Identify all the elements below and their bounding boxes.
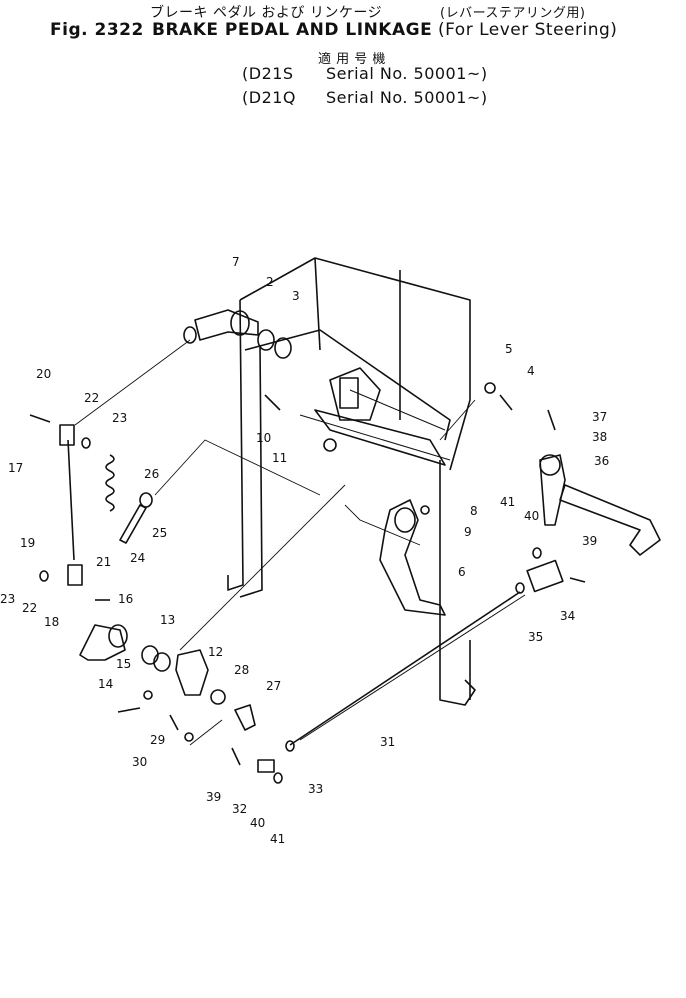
callout-22b: 22 bbox=[22, 601, 37, 615]
serial-row-2-model: (D21Q bbox=[242, 88, 297, 107]
brake-pedal-part-6 bbox=[379, 499, 446, 616]
callout-39b: 39 bbox=[206, 790, 221, 804]
callout-33: 33 bbox=[308, 782, 323, 796]
washer-part-28 bbox=[210, 689, 226, 705]
serial-row-1-model: (D21S bbox=[242, 64, 294, 83]
lower-arm-part-16 bbox=[79, 624, 128, 661]
small-hardware bbox=[29, 382, 586, 784]
clevis-part-27 bbox=[234, 704, 256, 731]
callout-27: 27 bbox=[266, 679, 281, 693]
cross-shaft-part-7 bbox=[183, 309, 259, 344]
callout-29: 29 bbox=[150, 733, 165, 747]
callout-23b: 23 bbox=[0, 592, 15, 606]
callout-25: 25 bbox=[152, 526, 167, 540]
callout-36: 36 bbox=[594, 454, 609, 468]
bushing-part-2 bbox=[257, 329, 275, 351]
applicable-models-label: 適 用 号 機 bbox=[318, 52, 386, 67]
frame-bracket bbox=[227, 257, 476, 706]
clevis-part-32 bbox=[257, 759, 275, 773]
callout-41b: 41 bbox=[270, 832, 285, 846]
callout-3: 3 bbox=[292, 289, 300, 303]
leader-lines bbox=[74, 339, 476, 746]
lever-assembly bbox=[314, 367, 446, 466]
callout-19: 19 bbox=[20, 536, 35, 550]
title-japanese: ブレーキ ペダル および リンケージ bbox=[150, 5, 383, 21]
callout-7: 7 bbox=[232, 255, 240, 269]
bolt-part-24 bbox=[119, 504, 147, 544]
callout-12: 12 bbox=[208, 645, 223, 659]
figure-header: ブレーキ ペダル および リンケージ (レバーステアリング用) Fig. 232… bbox=[0, 0, 686, 115]
callout-9: 9 bbox=[464, 525, 472, 539]
callout-28: 28 bbox=[234, 663, 249, 677]
rod-part-17 bbox=[59, 424, 83, 586]
nut-part-25 bbox=[139, 492, 153, 508]
bushing-part-13a bbox=[141, 645, 159, 665]
title-japanese-parenthetical: (レバーステアリング用) bbox=[440, 6, 586, 21]
title-english-parenthetical: (For Lever Steering) bbox=[438, 20, 618, 40]
bushing-part-3 bbox=[274, 337, 292, 359]
callout-17: 17 bbox=[8, 461, 23, 475]
callout-24: 24 bbox=[130, 551, 145, 565]
callout-40: 40 bbox=[524, 509, 539, 523]
clevis-part-34 bbox=[526, 559, 564, 593]
callout-35: 35 bbox=[528, 630, 543, 644]
callout-22: 22 bbox=[84, 391, 99, 405]
callout-41: 41 bbox=[500, 495, 515, 509]
callout-10: 10 bbox=[256, 431, 271, 445]
callout-13: 13 bbox=[160, 613, 175, 627]
callout-11: 11 bbox=[272, 451, 287, 465]
spring-part-26 bbox=[105, 454, 115, 512]
callout-34: 34 bbox=[560, 609, 575, 623]
callout-26: 26 bbox=[144, 467, 159, 481]
bushing-part-13b bbox=[153, 652, 171, 672]
callout-labels: 7 2 3 5 4 20 22 23 37 38 17 26 10 11 36 … bbox=[0, 255, 609, 846]
callout-5: 5 bbox=[505, 342, 513, 356]
callout-15: 15 bbox=[116, 657, 131, 671]
callout-8: 8 bbox=[470, 504, 478, 518]
rod-part-31 bbox=[289, 591, 521, 746]
serial-row-2-text: Serial No. 50001~) bbox=[326, 88, 488, 107]
callout-32: 32 bbox=[232, 802, 247, 816]
callout-16: 16 bbox=[118, 592, 133, 606]
callout-2: 2 bbox=[266, 275, 274, 289]
arm-part-12 bbox=[175, 649, 209, 696]
callout-18: 18 bbox=[44, 615, 59, 629]
callout-38: 38 bbox=[592, 430, 607, 444]
callout-6: 6 bbox=[458, 565, 466, 579]
callout-23: 23 bbox=[112, 411, 127, 425]
callout-21: 21 bbox=[96, 555, 111, 569]
callout-40b: 40 bbox=[250, 816, 265, 830]
figure-number: Fig. 2322 bbox=[50, 20, 144, 40]
callout-39: 39 bbox=[582, 534, 597, 548]
callout-4: 4 bbox=[527, 364, 535, 378]
callout-14: 14 bbox=[98, 677, 113, 691]
right-lever-part-36 bbox=[539, 454, 661, 556]
callout-20: 20 bbox=[36, 367, 51, 381]
callout-30: 30 bbox=[132, 755, 147, 769]
callout-37: 37 bbox=[592, 410, 607, 424]
title-english: BRAKE PEDAL AND LINKAGE bbox=[152, 20, 433, 40]
callout-31: 31 bbox=[380, 735, 395, 749]
serial-row-1-text: Serial No. 50001~) bbox=[326, 64, 488, 83]
